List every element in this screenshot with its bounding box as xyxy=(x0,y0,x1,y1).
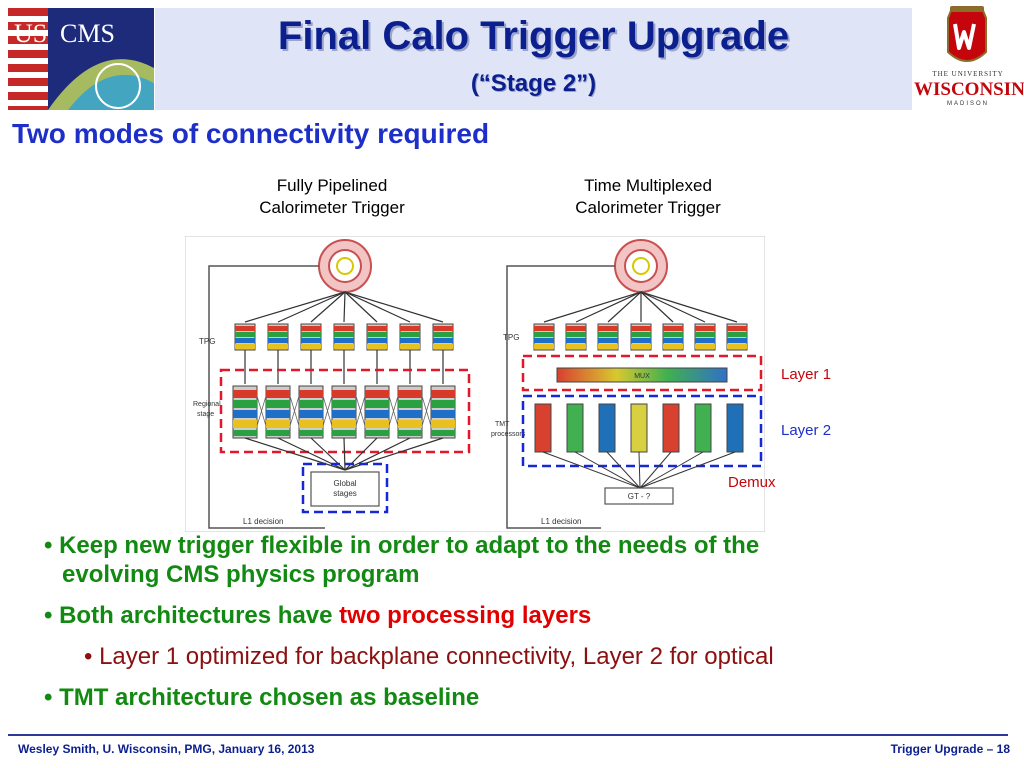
footer-author: Wesley Smith, U. Wisconsin, PMG, January… xyxy=(18,742,315,756)
bullet-1-line1: Keep new trigger flexible in order to ad… xyxy=(59,532,760,559)
right-diagram-caption: Time Multiplexed Calorimeter Trigger xyxy=(548,175,748,219)
left-global-label2: stages xyxy=(333,489,357,498)
bullet-2: • Both architectures have two processing… xyxy=(44,602,592,629)
right-l1-label: L1 decision xyxy=(541,517,581,526)
demux-label: Demux xyxy=(728,474,776,491)
left-regional-row xyxy=(232,385,456,439)
gt-label: GT - ? xyxy=(628,492,651,501)
uw-line1: THE UNIVERSITY xyxy=(932,70,1004,78)
right-caption-line2: Calorimeter Trigger xyxy=(575,198,721,217)
section-heading: Two modes of connectivity required xyxy=(12,118,490,149)
uw-line3: MADISON xyxy=(946,101,989,107)
left-regional-label: Regional xyxy=(193,401,221,408)
bullet-1: • Keep new trigger flexible in order to … xyxy=(44,532,760,559)
left-tpg-label: TPG xyxy=(199,337,215,346)
layer1-label: Layer 1 xyxy=(781,366,832,383)
sub-bullet-1-text: Layer 1 optimized for backplane connecti… xyxy=(99,643,774,670)
uw-line2: WISCONSIN xyxy=(914,79,1024,100)
right-tmt-label2: processors xyxy=(491,431,526,438)
slide-title: Final Calo Trigger Upgrade xyxy=(277,14,790,58)
bullet-2-prefix: Both architectures have xyxy=(59,602,340,629)
footer-page: Trigger Upgrade – 18 xyxy=(890,742,1010,756)
left-tpg-row xyxy=(234,323,454,351)
left-diagram-caption: Fully Pipelined Calorimeter Trigger xyxy=(232,175,432,219)
svg-text:CMS: CMS xyxy=(60,19,115,48)
pipelined-diagram: L1 decision TPG Regional stage xyxy=(193,239,471,529)
left-caption-line2: Calorimeter Trigger xyxy=(259,198,405,217)
bullet-3: • TMT architecture chosen as baseline xyxy=(44,684,480,711)
left-l1-label: L1 decision xyxy=(243,517,283,526)
bullet-list: • Keep new trigger flexible in order to … xyxy=(44,532,1014,722)
left-global-label1: Global xyxy=(333,479,356,488)
tmt-processors xyxy=(534,403,744,453)
us-cms-logo: US CMS xyxy=(8,8,154,110)
left-caption-line1: Fully Pipelined xyxy=(276,176,388,195)
bullet-2-highlight: two processing layers xyxy=(339,602,592,629)
right-tpg-row xyxy=(533,323,748,351)
left-stage-label: stage xyxy=(197,411,214,418)
logo-text: US xyxy=(14,19,47,48)
mux-label: MUX xyxy=(634,373,650,380)
sub-bullet-1: • Layer 1 optimized for backplane connec… xyxy=(84,643,774,670)
right-caption-line1: Time Multiplexed xyxy=(584,176,712,195)
header-band xyxy=(155,8,912,110)
bullet-3-text: TMT architecture chosen as baseline xyxy=(59,684,480,711)
bullet-1-continued: evolving CMS physics program xyxy=(62,561,420,588)
footer-divider xyxy=(8,734,1008,736)
layer2-label: Layer 2 xyxy=(781,422,832,439)
architecture-diagram: L1 decision TPG Regional stage xyxy=(185,236,765,532)
uw-crest-logo xyxy=(947,6,987,62)
right-tmt-label1: TMT xyxy=(495,421,510,428)
slide-subtitle: (“Stage 2”) xyxy=(470,70,597,97)
right-tpg-label: TPG xyxy=(503,333,519,342)
tmt-diagram: L1 decision TPG TMT processors MUX xyxy=(491,239,763,529)
